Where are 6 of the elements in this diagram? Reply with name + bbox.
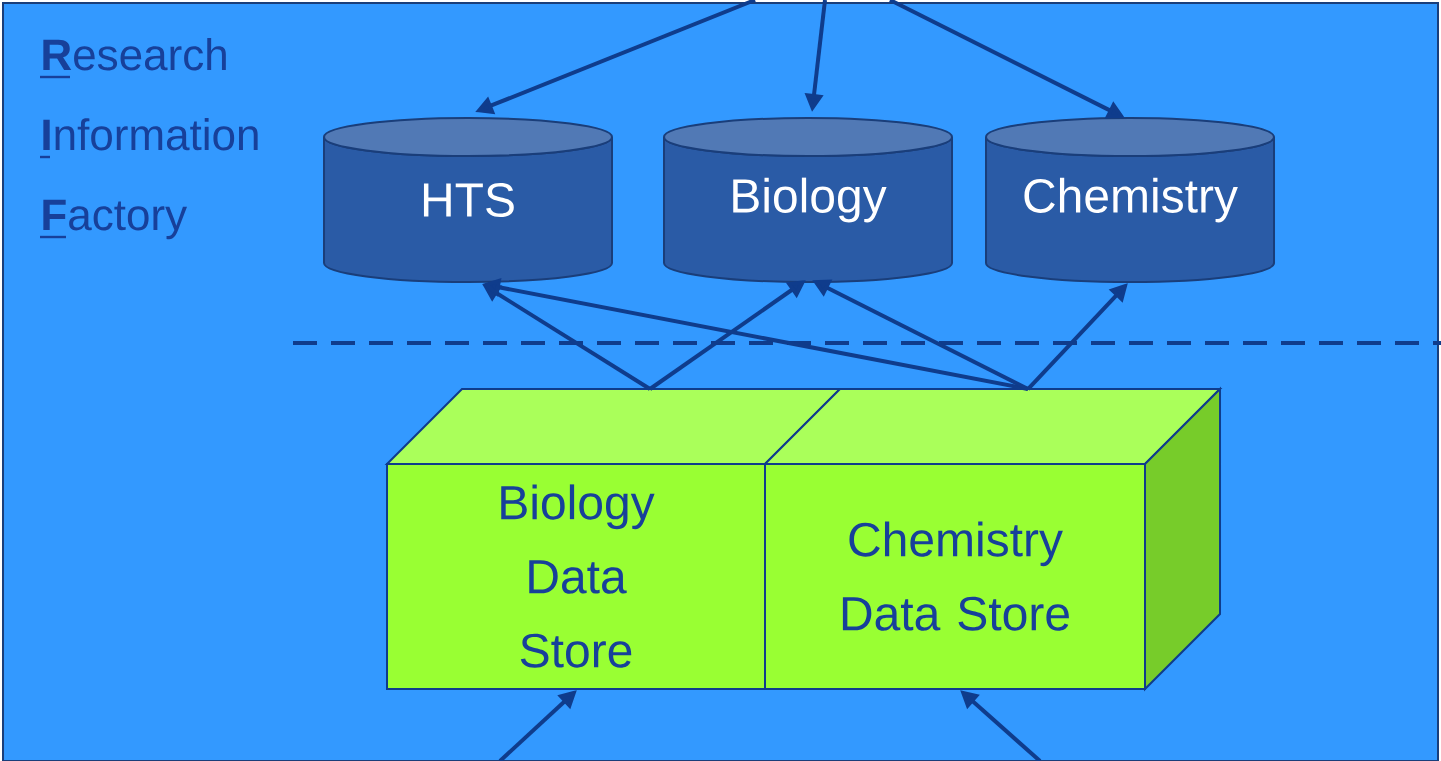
title-word: Research: [40, 38, 226, 79]
database-cylinder: Chemistry: [985, 117, 1275, 283]
title-word: Factory: [40, 199, 187, 240]
database-cylinder: HTS: [323, 117, 613, 283]
database-cylinder: Biology: [663, 117, 953, 283]
title-word: Information: [40, 118, 258, 159]
